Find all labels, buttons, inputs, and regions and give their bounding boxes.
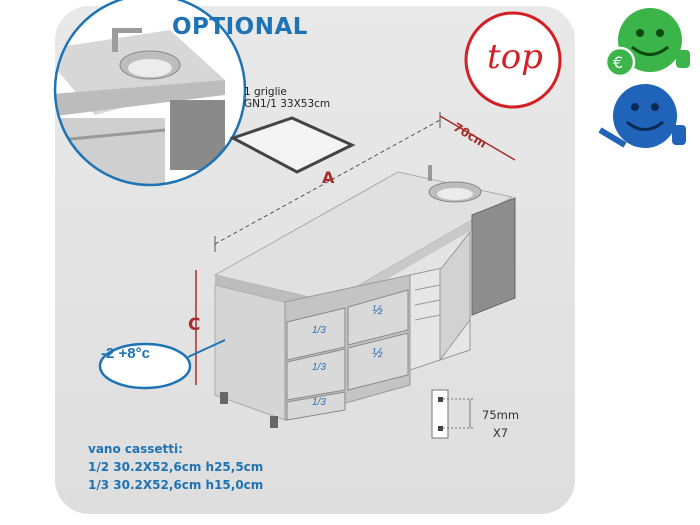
grid-icon	[229, 116, 356, 174]
drawer-info-line2: 1/3 30.2X52,6cm h15,0cm	[88, 478, 264, 492]
svg-text:€: €	[613, 53, 623, 72]
drawer-front-third-3: 1/3	[312, 397, 326, 408]
euro-smiley-icon: €	[604, 8, 690, 78]
shelf-spacing-count: X7	[492, 426, 509, 440]
drawer-front-third-2: 1/3	[312, 362, 326, 373]
drawer-front-half-1: ½	[372, 302, 383, 317]
shelf-spacing: 75mm X7	[482, 406, 519, 442]
dimension-c-label: C	[188, 315, 201, 335]
drawer-front-third-1: 1/3	[312, 325, 326, 336]
tools-smiley-icon	[598, 84, 686, 148]
drawer-front-half-2: ½	[372, 345, 383, 360]
grid-caption-line1: 1 griglie	[244, 86, 287, 98]
optional-title: OPTIONAL	[172, 14, 308, 40]
grid-caption: 1 griglie GN1/1 33X53cm	[244, 86, 330, 110]
top-badge-label: top	[487, 37, 543, 77]
shelf-spacing-value: 75mm	[482, 408, 520, 422]
drawer-info: vano cassetti: 1/2 30.2X52,6cm h25,5cm 1…	[88, 440, 263, 494]
top-badge	[464, 11, 562, 109]
grid-caption-line2: GN1/1 33X53cm	[244, 98, 331, 110]
drawer-info-line1: 1/2 30.2X52,6cm h25,5cm	[88, 460, 264, 474]
temperature-label: -2 +8°c	[101, 345, 150, 362]
dimension-a-label: A	[322, 168, 335, 187]
drawer-info-heading: vano cassetti:	[88, 442, 183, 456]
